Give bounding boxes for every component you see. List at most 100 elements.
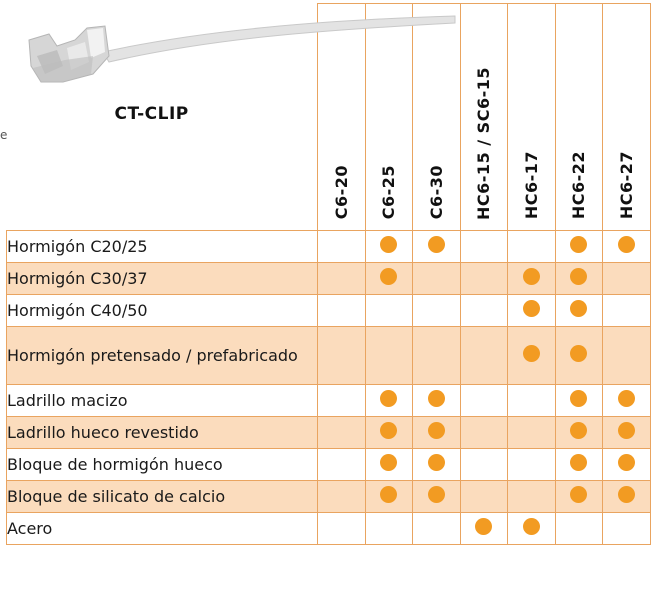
compatible-dot-icon <box>427 389 445 407</box>
compat-cell <box>317 479 366 513</box>
compat-cell <box>507 261 556 295</box>
compat-cell <box>602 415 651 449</box>
compat-cell <box>554 293 603 327</box>
compat-cell <box>602 261 651 295</box>
compat-cell <box>317 325 366 385</box>
compat-cell <box>602 325 651 385</box>
material-label: Bloque de silicato de calcio <box>6 479 318 513</box>
stray-mark: e <box>0 128 8 142</box>
compatible-dot-icon <box>380 485 398 503</box>
table-row: Bloque de silicato de calcio <box>6 479 651 513</box>
compatible-dot-icon <box>380 267 398 285</box>
table-row: Acero <box>6 511 651 545</box>
compat-cell <box>459 383 508 417</box>
material-label: Hormigón C20/25 <box>6 229 318 263</box>
compat-cell <box>507 415 556 449</box>
compat-cell <box>459 479 508 513</box>
compat-cell <box>364 479 413 513</box>
compatible-dot-icon <box>475 517 493 535</box>
compat-cell <box>507 293 556 327</box>
product-col-header: HC6-22 <box>554 3 603 231</box>
compat-cell <box>364 229 413 263</box>
compat-cell <box>317 261 366 295</box>
compat-cell <box>317 229 366 263</box>
compat-cell <box>364 261 413 295</box>
compatible-dot-icon <box>570 389 588 407</box>
compat-cell <box>554 325 603 385</box>
compat-cell <box>317 415 366 449</box>
product-col-header: C6-25 <box>364 3 413 231</box>
compat-cell <box>602 511 651 545</box>
compat-cell <box>554 511 603 545</box>
compat-cell <box>554 447 603 481</box>
compatible-dot-icon <box>570 299 588 317</box>
material-label: Hormigón pretensado / prefabricado <box>6 325 318 385</box>
product-header-cell: CT-CLIP <box>6 3 455 231</box>
compatible-dot-icon <box>617 485 635 503</box>
compat-cell <box>554 261 603 295</box>
product-col-header: C6-30 <box>412 3 461 231</box>
compatible-dot-icon <box>427 421 445 439</box>
material-label: Hormigón C40/50 <box>6 293 318 327</box>
compat-cell <box>364 325 413 385</box>
compat-cell <box>459 511 508 545</box>
compat-cell <box>459 447 508 481</box>
table-row: Hormigón pretensado / prefabricado <box>6 325 651 385</box>
compat-cell <box>412 479 461 513</box>
material-label: Bloque de hormigón hueco <box>6 447 318 481</box>
compat-cell <box>412 415 461 449</box>
compat-cell <box>317 447 366 481</box>
compat-cell <box>412 261 461 295</box>
compat-cell <box>364 511 413 545</box>
compat-cell <box>507 383 556 417</box>
compat-cell <box>554 229 603 263</box>
compat-cell <box>412 511 461 545</box>
compat-cell <box>364 293 413 327</box>
compatible-dot-icon <box>522 344 540 362</box>
compatibility-table: CT-CLIP C6-20 C6-25 C6-30 HC6-15 / SC6-1… <box>6 3 651 545</box>
compat-cell <box>459 415 508 449</box>
header-row: CT-CLIP C6-20 C6-25 C6-30 HC6-15 / SC6-1… <box>6 3 651 231</box>
compatible-dot-icon <box>570 485 588 503</box>
table-row: Ladrillo macizo <box>6 383 651 417</box>
material-label: Hormigón C30/37 <box>6 261 318 295</box>
compat-cell <box>364 383 413 417</box>
compatible-dot-icon <box>617 389 635 407</box>
product-col-header: HC6-27 <box>602 3 651 231</box>
compat-cell <box>459 325 508 385</box>
material-label: Ladrillo hueco revestido <box>6 415 318 449</box>
product-col-header: HC6-15 / SC6-15 <box>459 3 508 231</box>
compatible-dot-icon <box>427 235 445 253</box>
table-row: Bloque de hormigón hueco <box>6 447 651 481</box>
compat-cell <box>602 293 651 327</box>
compatible-dot-icon <box>617 453 635 471</box>
material-label: Acero <box>6 511 318 545</box>
table-row: Hormigón C30/37 <box>6 261 651 295</box>
compat-cell <box>554 479 603 513</box>
product-name: CT-CLIP <box>114 103 189 124</box>
compat-cell <box>412 447 461 481</box>
compat-cell <box>602 229 651 263</box>
table-row: Ladrillo hueco revestido <box>6 415 651 449</box>
compatible-dot-icon <box>522 267 540 285</box>
compat-cell <box>364 415 413 449</box>
compatible-dot-icon <box>380 389 398 407</box>
compatible-dot-icon <box>570 344 588 362</box>
compatible-dot-icon <box>570 235 588 253</box>
compat-cell <box>412 293 461 327</box>
compat-cell <box>602 447 651 481</box>
compat-cell <box>602 479 651 513</box>
compat-cell <box>412 325 461 385</box>
compatible-dot-icon <box>570 421 588 439</box>
material-label: Ladrillo macizo <box>6 383 318 417</box>
compatible-dot-icon <box>427 453 445 471</box>
table-row: Hormigón C40/50 <box>6 293 651 327</box>
compat-cell <box>459 261 508 295</box>
compatible-dot-icon <box>570 453 588 471</box>
compatible-dot-icon <box>617 235 635 253</box>
product-col-header: HC6-17 <box>507 3 556 231</box>
compat-cell <box>459 229 508 263</box>
compatible-dot-icon <box>380 421 398 439</box>
compatible-dot-icon <box>380 235 398 253</box>
